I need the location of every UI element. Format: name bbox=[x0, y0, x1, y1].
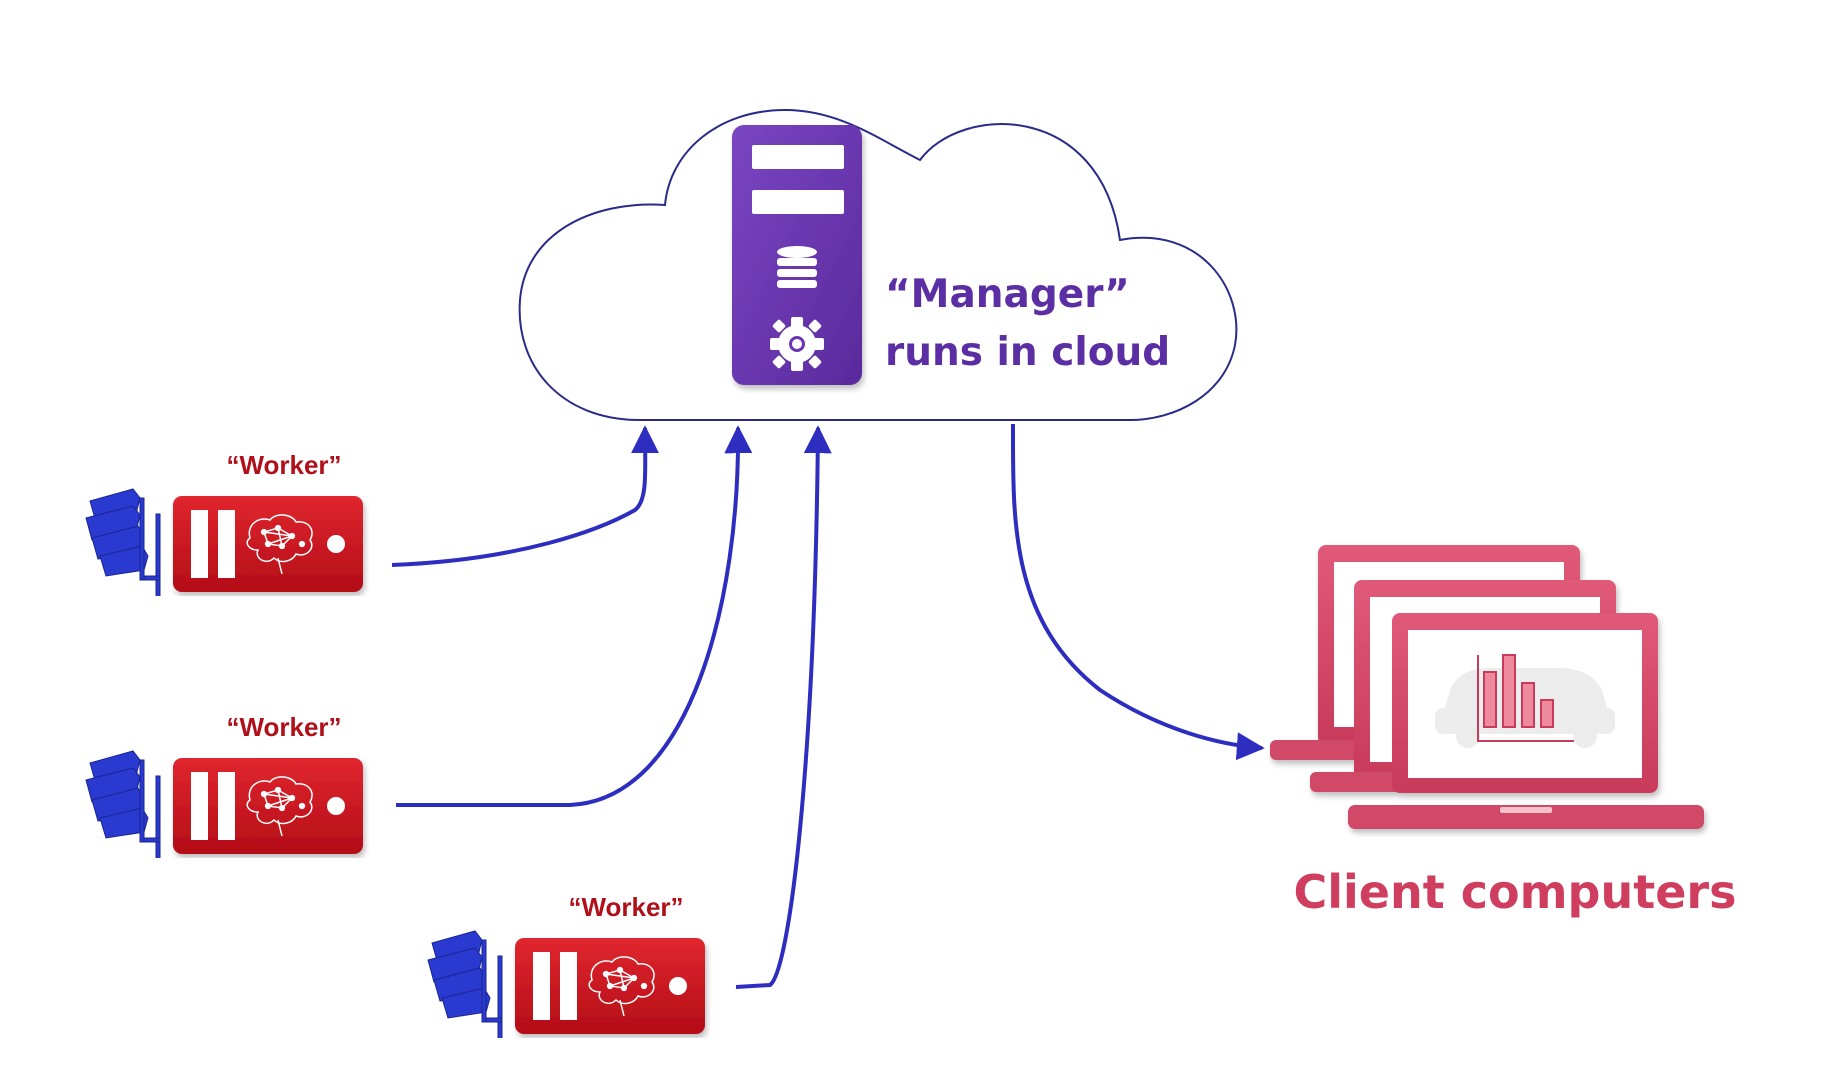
connector-worker-2 bbox=[396, 425, 753, 807]
connector-clients bbox=[1010, 423, 1265, 761]
worker-label-3: “Worker” bbox=[568, 892, 684, 922]
worker-3 bbox=[428, 931, 705, 1040]
worker-label-2: “Worker” bbox=[226, 712, 342, 742]
connector-worker-3 bbox=[735, 425, 832, 989]
bar-chart-icon bbox=[1477, 654, 1574, 742]
client-computers-label: Client computers bbox=[1293, 865, 1737, 919]
worker-connectors bbox=[391, 423, 1265, 989]
cloud-shape bbox=[518, 108, 1238, 421]
manager-title: “Manager” bbox=[885, 272, 1130, 317]
connector-worker-1 bbox=[391, 425, 660, 567]
manager-subtitle: runs in cloud bbox=[885, 330, 1171, 375]
gear-icon bbox=[770, 317, 824, 371]
worker-2 bbox=[86, 751, 363, 860]
client-computers-icon bbox=[1270, 545, 1704, 829]
worker-label-1: “Worker” bbox=[226, 450, 342, 480]
manager-server-icon bbox=[732, 125, 862, 385]
worker-1 bbox=[86, 489, 363, 598]
database-icon bbox=[777, 246, 817, 288]
manager-label: “Manager” runs in cloud bbox=[885, 266, 1170, 382]
